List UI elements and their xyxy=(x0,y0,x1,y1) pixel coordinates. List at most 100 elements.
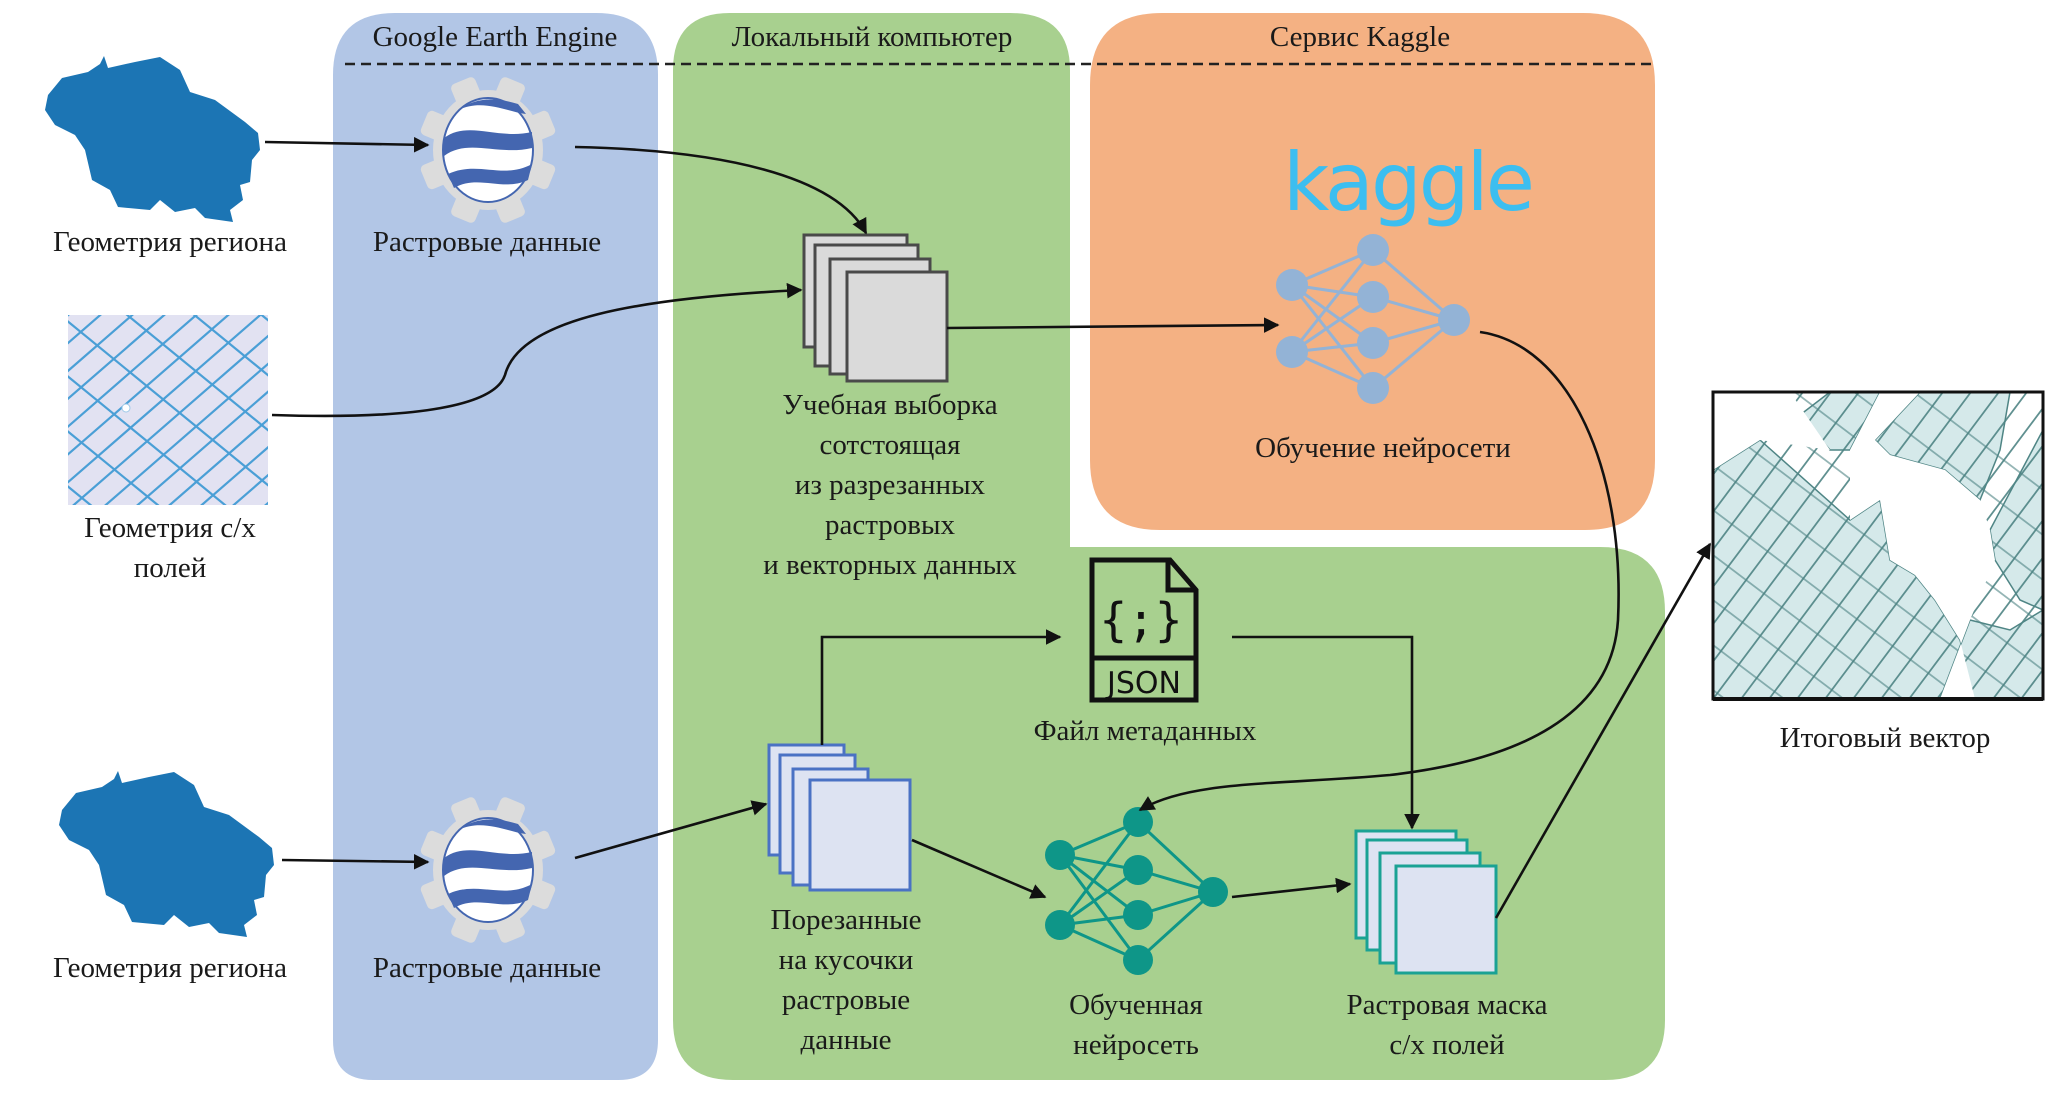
vector-boundary xyxy=(1992,630,2043,699)
vector-boundary xyxy=(1713,392,1804,514)
nn-node xyxy=(1357,327,1389,359)
vector-boundary xyxy=(1713,509,1964,699)
nn-node xyxy=(1357,372,1389,404)
arrow-ee-to-tiled-raster xyxy=(574,800,768,860)
nn-edge xyxy=(1372,248,1455,322)
earth-engine-panel xyxy=(333,13,658,1080)
vector-boundary xyxy=(1936,556,2043,699)
ee-bottom-label: Растровые данные xyxy=(372,952,602,984)
arrow-metadata-to-raster-mask xyxy=(1232,635,1420,830)
nn-edge xyxy=(1291,283,1374,345)
nn-node xyxy=(1357,234,1389,266)
nn-edge xyxy=(1291,295,1374,354)
nn-node xyxy=(1045,910,1075,940)
field-line xyxy=(125,315,268,432)
earth-engine-icon-top xyxy=(420,77,556,223)
region-map-bottom xyxy=(59,771,274,937)
field-line xyxy=(68,315,230,456)
fields-label-line: полей xyxy=(133,552,207,584)
nn-node xyxy=(1123,807,1153,837)
earth-engine-panel-title: Google Earth Engine xyxy=(372,21,618,53)
training-set-label-line: Учебная выборка xyxy=(782,389,998,421)
globe-band xyxy=(448,164,532,188)
tiled-raster-stack-icon xyxy=(767,743,912,892)
training-set-label: Учебная выборка сотстоящая из разрезанны… xyxy=(763,385,1017,585)
field-line xyxy=(68,320,268,487)
field-line xyxy=(68,315,134,373)
field-line xyxy=(232,473,268,505)
vector-gap xyxy=(1713,392,1830,470)
nn-edge xyxy=(1290,249,1375,353)
nn-node xyxy=(1045,840,1075,870)
tiled-raster-label-line: на кусочки xyxy=(778,944,914,976)
earth-engine-icon-bottom xyxy=(420,797,556,943)
trained-network-label-line: нейросеть xyxy=(1073,1029,1199,1061)
vector-boundary xyxy=(1713,464,2024,699)
nn-edge xyxy=(1372,318,1455,390)
nn-node xyxy=(1123,855,1153,885)
training-set-label-line: сотстоящая xyxy=(819,429,961,461)
raster-mask-label-line: с/х полей xyxy=(1389,1029,1505,1061)
vector-boundary xyxy=(1713,554,1905,699)
field-line xyxy=(68,315,166,401)
field-line xyxy=(68,315,70,317)
arrow-tiled-raster-to-trained-network xyxy=(911,838,1047,899)
vector-boundary xyxy=(1912,392,2043,491)
nn-node xyxy=(1276,269,1308,301)
nn-node xyxy=(1438,304,1470,336)
local-computer-panel-title: Локальный компьютер xyxy=(731,21,1013,53)
nn-edge xyxy=(1059,853,1139,917)
region-map-top xyxy=(45,56,260,222)
field-line xyxy=(200,445,268,505)
nn-edge xyxy=(1058,821,1140,926)
final-vector-label: Итоговый вектор xyxy=(1779,722,1991,754)
field-line xyxy=(60,590,280,770)
region-bottom-label: Геометрия региона xyxy=(53,952,287,984)
nn-node xyxy=(1198,877,1228,907)
arrow-region-to-ee-top xyxy=(264,136,430,153)
vector-boundary xyxy=(1713,392,1944,699)
trained-network-label: Обученная нейросеть xyxy=(1069,985,1203,1065)
ee-top-label: Растровые данные xyxy=(372,226,602,258)
tiled-raster-label-line: Порезанные xyxy=(770,904,922,936)
training-set-label-line: из разрезанных xyxy=(794,469,986,501)
final-vector-image xyxy=(1711,390,2045,701)
arrow-region-to-ee-bottom xyxy=(281,854,430,870)
nn-node xyxy=(1357,281,1389,313)
nn-edge xyxy=(1290,284,1375,389)
vector-boundary xyxy=(1964,593,2043,699)
vector-boundary xyxy=(1713,599,1846,699)
fields-label-line: Геометрия с/х xyxy=(84,512,256,544)
json-icon-braces: {;} xyxy=(1099,593,1182,647)
raster-mask-label: Растровая маска с/х полей xyxy=(1346,985,1547,1065)
field-line xyxy=(0,310,42,510)
field-line xyxy=(136,390,268,505)
globe-band xyxy=(448,884,532,908)
tiled-raster-label-line: данные xyxy=(800,1024,892,1056)
kaggle-logo: kaggle xyxy=(1283,136,1535,229)
field-line xyxy=(68,430,160,505)
field-line xyxy=(68,375,227,505)
arrow-fields-to-training-set xyxy=(271,282,803,418)
training-set-label-line: и векторных данных xyxy=(763,549,1017,581)
kaggle-panel-title: Сервис Kaggle xyxy=(1269,21,1451,53)
vector-boundary xyxy=(1740,392,1972,699)
json-file-icon xyxy=(1089,557,1199,703)
trained-neural-network-icon xyxy=(1045,807,1228,975)
arrow-training-set-to-kaggle xyxy=(946,317,1280,333)
field-line xyxy=(192,315,268,377)
arrow-trained-network-to-raster-mask xyxy=(1231,877,1352,899)
nn-edge xyxy=(1058,854,1140,961)
nn-node xyxy=(1123,900,1153,930)
vector-boundary xyxy=(1713,419,2043,671)
raster-mask-label-line: Растровая маска xyxy=(1346,989,1548,1021)
kaggle-training-label: Обучение нейросети xyxy=(1255,432,1511,464)
kaggle-neural-network-icon xyxy=(1276,234,1470,404)
tiled-raster-label-line: растровые xyxy=(781,984,911,1016)
nn-node xyxy=(1276,336,1308,368)
field-line xyxy=(72,334,268,505)
field-line xyxy=(168,418,268,505)
field-line xyxy=(104,362,268,505)
vector-boundary xyxy=(1713,644,1786,699)
